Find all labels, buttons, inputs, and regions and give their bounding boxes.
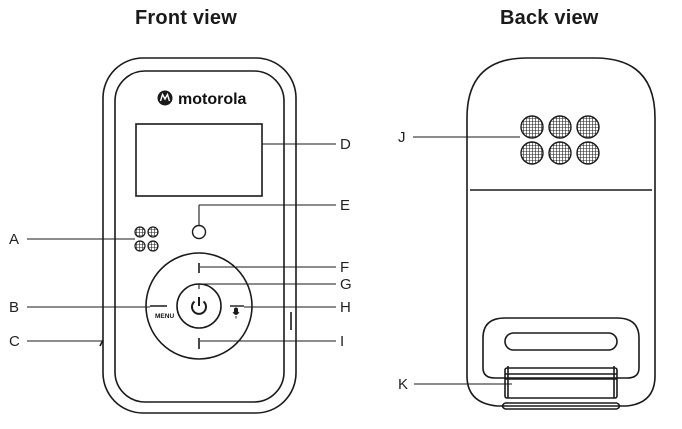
back-device [466,57,656,407]
callout-h: H [340,299,351,316]
callout-a: A [9,231,20,248]
brand-name: motorola [178,91,247,108]
lcd-screen [135,123,263,197]
clip-base-ends [501,402,621,410]
callout-i: I [340,333,345,350]
light-sensor [191,224,207,240]
callout-b: B [9,299,20,316]
batwing-m-icon [159,92,171,102]
callout-k: K [398,376,409,393]
motorola-logo: motorola [157,90,247,108]
front-inner-face [114,70,285,403]
speaker-grille-hole [548,115,572,139]
callout-d: D [340,136,351,153]
clip-frame [482,317,640,379]
back-callout-lines [413,136,520,385]
belt-clip [482,317,640,410]
microphone-icon [232,307,240,319]
speaker-hole [134,226,146,238]
back-outer-shell [466,57,656,376]
menu-label: MENU [155,313,174,320]
clip-tongue [504,367,618,399]
callout-j: J [398,129,406,146]
power-icon [191,297,207,315]
speaker-grille-hole [548,141,572,165]
callout-g: G [340,276,352,293]
left-side-bump [99,339,104,347]
front-speaker-grille [134,226,159,252]
front-device [99,57,297,414]
front-callout-lines [27,143,336,342]
front-view-title: Front view [135,7,238,29]
front-outer-shell [102,57,297,414]
back-speaker-grille [520,115,600,165]
back-bottom-edge [466,375,656,407]
speaker-hole [147,240,159,252]
callout-c: C [9,333,20,350]
callout-e: E [340,197,351,214]
speaker-grille-hole [520,141,544,165]
speaker-grille-hole [576,141,600,165]
clip-tongue-sides [507,366,615,398]
speaker-grille-hole [520,115,544,139]
speaker-hole [134,240,146,252]
clip-slot [504,332,618,351]
speaker-grille-hole [576,115,600,139]
back-view-title: Back view [500,7,599,29]
callout-f: F [340,259,350,276]
navigation-ring[interactable] [145,252,253,360]
speaker-hole [147,226,159,238]
